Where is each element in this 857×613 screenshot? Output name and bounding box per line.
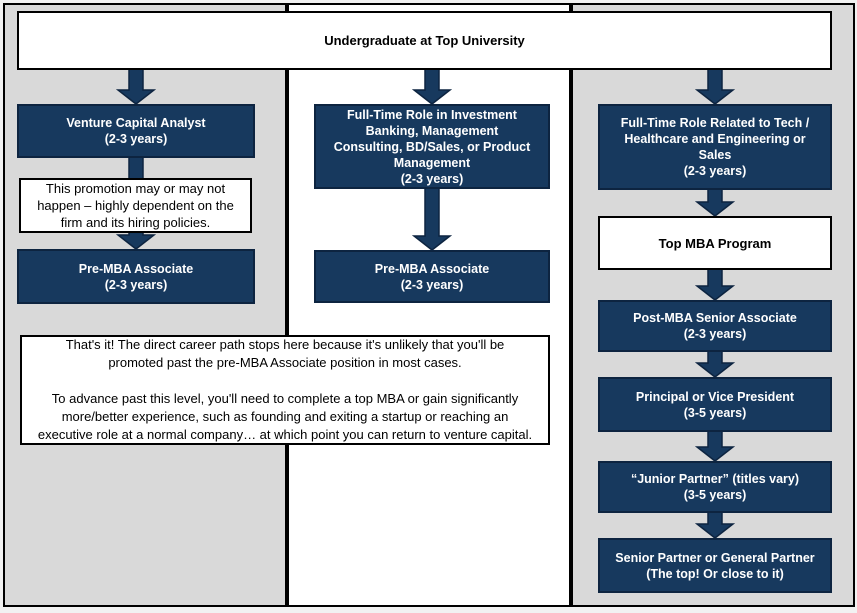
down-arrow-icon bbox=[694, 430, 736, 467]
down-arrow-icon bbox=[694, 68, 736, 110]
top-mba-program-box: Top MBA Program bbox=[598, 216, 832, 270]
down-arrow-icon bbox=[694, 350, 736, 383]
down-arrow-icon bbox=[115, 68, 157, 110]
panel-middle bbox=[287, 3, 571, 607]
box-title: Full-Time Role in Investment Banking, Ma… bbox=[333, 107, 531, 170]
promotion-note-text: This promotion may or may not happen – h… bbox=[37, 181, 234, 230]
venture-capital-analyst-box: Venture Capital Analyst (2-3 years) bbox=[17, 104, 255, 158]
box-title: Senior Partner or General Partner bbox=[615, 550, 815, 565]
box-title: Post-MBA Senior Associate bbox=[633, 311, 797, 325]
pre-mba-associate-box-left: Pre-MBA Associate (2-3 years) bbox=[17, 249, 255, 304]
box-duration: (2-3 years) bbox=[104, 132, 168, 146]
down-arrow-icon bbox=[694, 511, 736, 544]
principal-vp-box: Principal or Vice President (3-5 years) bbox=[598, 377, 832, 432]
box-duration: (2-3 years) bbox=[400, 277, 464, 292]
fulltime-tech-box: Full-Time Role Related to Tech / Healthc… bbox=[598, 104, 832, 190]
box-duration: (The top! Or close to it) bbox=[646, 566, 784, 581]
post-mba-senior-associate-box: Post-MBA Senior Associate (2-3 years) bbox=[598, 300, 832, 352]
box-title: Pre-MBA Associate bbox=[78, 261, 194, 276]
down-arrow-icon bbox=[411, 187, 453, 256]
box-title: Principal or Vice President bbox=[635, 389, 795, 404]
junior-partner-box: “Junior Partner” (titles vary) (3-5 year… bbox=[598, 461, 832, 513]
box-duration: (3-5 years) bbox=[683, 488, 747, 502]
fulltime-ib-consulting-box: Full-Time Role in Investment Banking, Ma… bbox=[314, 104, 550, 189]
senior-partner-box: Senior Partner or General Partner (The t… bbox=[598, 538, 832, 593]
dead-end-note-text: That's it! The direct career path stops … bbox=[37, 337, 533, 442]
box-title: Venture Capital Analyst bbox=[66, 116, 206, 130]
box-title: Top MBA Program bbox=[658, 235, 772, 251]
pre-mba-associate-box-middle: Pre-MBA Associate (2-3 years) bbox=[314, 250, 550, 303]
dead-end-note: That's it! The direct career path stops … bbox=[20, 335, 550, 445]
box-title: Full-Time Role Related to Tech / Healthc… bbox=[620, 116, 810, 162]
down-arrow-icon bbox=[694, 188, 736, 222]
box-title: Pre-MBA Associate bbox=[374, 261, 490, 276]
promotion-note: This promotion may or may not happen – h… bbox=[19, 178, 252, 233]
box-duration: (2-3 years) bbox=[683, 327, 747, 341]
down-arrow-icon bbox=[694, 268, 736, 306]
box-duration: (2-3 years) bbox=[683, 164, 747, 178]
box-duration: (2-3 years) bbox=[104, 277, 168, 292]
down-arrow-icon bbox=[411, 68, 453, 110]
undergraduate-box: Undergraduate at Top University bbox=[17, 11, 832, 70]
box-duration: (3-5 years) bbox=[683, 405, 747, 420]
undergraduate-label: Undergraduate at Top University bbox=[324, 33, 525, 48]
box-duration: (2-3 years) bbox=[400, 171, 464, 186]
panel-left bbox=[3, 3, 287, 607]
box-title: “Junior Partner” (titles vary) bbox=[630, 472, 800, 486]
